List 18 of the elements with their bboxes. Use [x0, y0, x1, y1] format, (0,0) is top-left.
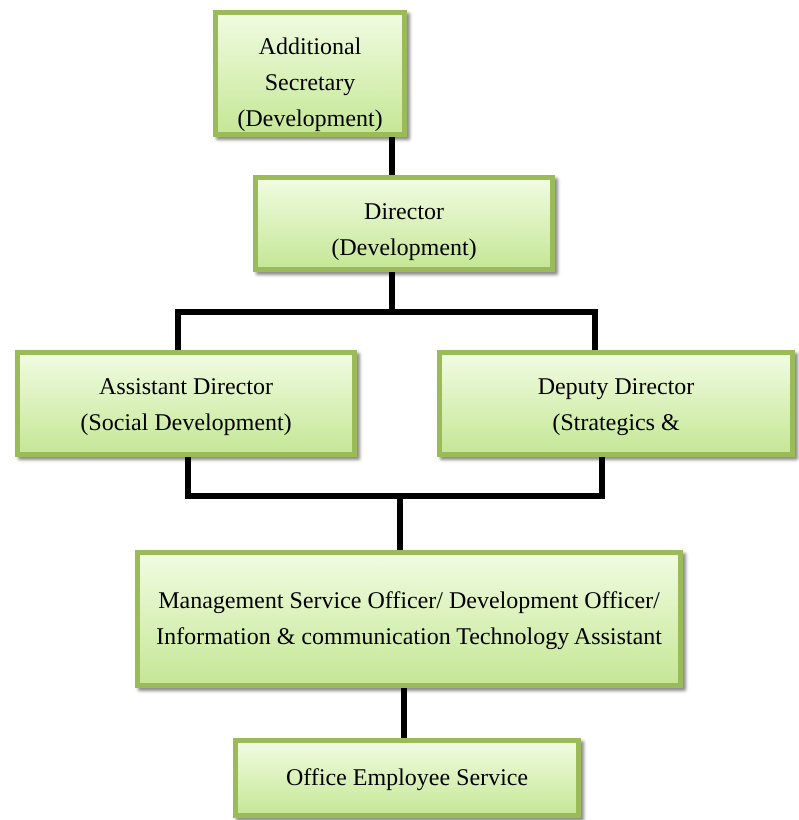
org-box: [233, 738, 581, 818]
org-box: [213, 10, 407, 137]
box-label: Assistant Director: [99, 373, 273, 402]
box-label: (Development): [237, 105, 383, 134]
org-box: [437, 350, 795, 457]
connector-line: [389, 137, 395, 175]
box-label: (Strategics &: [552, 409, 680, 438]
box-label: (Development): [331, 234, 477, 263]
box-label: Director: [364, 198, 444, 227]
box-label: Additional Secretary: [258, 33, 362, 98]
connector-line: [401, 688, 407, 738]
org-box: [135, 550, 683, 688]
box-label: (Social Development): [80, 409, 292, 438]
box-label: Management Service Officer/ Development Officer/ Information & communication Technology Assistant: [155, 587, 663, 652]
org-box: [253, 175, 555, 272]
box-label: Deputy Director: [538, 373, 694, 402]
org-box: [15, 350, 357, 457]
box-label: Office Employee Service: [286, 764, 528, 793]
